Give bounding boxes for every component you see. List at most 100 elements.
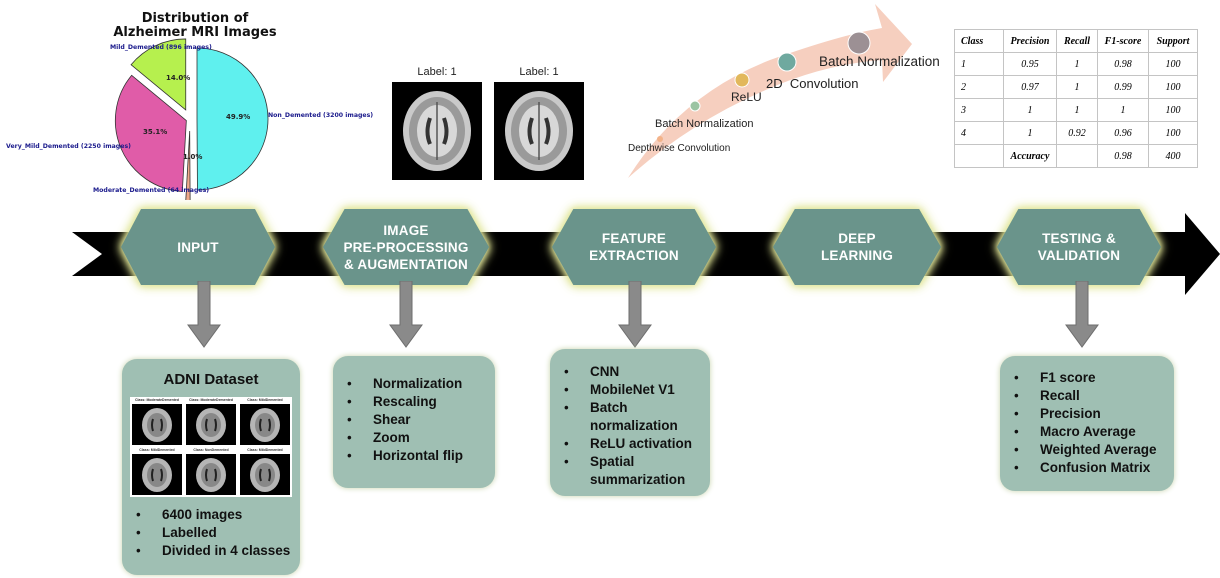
adni-thumbnail-grid: Class: ModerateDemented Class: ModerateDe… <box>130 397 292 497</box>
list-item: 6400 images <box>122 506 300 524</box>
pie-title-line2: Alzheimer MRI Images <box>113 25 277 40</box>
pie-pct-mild: 14.0% <box>166 74 191 82</box>
pie-chart-title: Distribution of Alzheimer MRI Images <box>95 12 295 40</box>
list-item: Shear <box>333 411 495 429</box>
list-item: MobileNet V1 <box>550 381 710 399</box>
cell: 1 <box>1003 98 1057 122</box>
pie-slice-mild-demented <box>130 38 187 111</box>
cell: 100 <box>1148 52 1198 76</box>
stage-deep-line2: LEARNING <box>820 248 894 263</box>
layer-dot-3 <box>734 72 750 88</box>
cell: 0.95 <box>1003 52 1057 76</box>
pie-slice-very-mild-demented <box>114 74 187 192</box>
down-arrow-feature <box>618 281 652 348</box>
table-accuracy-row: Accuracy 0.98 400 <box>954 144 1198 168</box>
adni-thumbnail-caption: Class: NonDemented <box>193 448 229 452</box>
list-item: Weighted Average <box>1000 441 1174 459</box>
list-item: Spatial summarization <box>550 453 685 489</box>
adni-title: ADNI Dataset <box>163 371 259 388</box>
list-item: Labelled <box>122 524 300 542</box>
pie-slice-non-demented <box>196 47 269 191</box>
list-item: CNN <box>550 363 710 381</box>
cell: 0.97 <box>1003 75 1057 99</box>
cell: 4 <box>954 121 1004 145</box>
list-item: Precision <box>1000 405 1174 423</box>
mri-image-right <box>494 82 584 180</box>
layer-dot-5 <box>847 31 871 55</box>
list-item: F1 score <box>1000 369 1174 387</box>
layer-label-depthwise: Depthwise Convolution <box>628 143 731 154</box>
cell: 1 <box>1056 52 1098 76</box>
validation-box: F1 score Recall Precision Macro Average … <box>1000 356 1174 491</box>
stage-testing-line2: VALIDATION <box>1037 248 1121 263</box>
down-arrow-input <box>187 281 221 348</box>
stage-testing-validation: TESTING & VALIDATION <box>997 209 1161 285</box>
table-header-row: Class Precision Recall F1-score Support <box>954 29 1198 53</box>
layer-dot-2 <box>689 100 701 112</box>
cell <box>1056 144 1098 168</box>
accuracy-support: 400 <box>1148 144 1198 168</box>
list-item: Rescaling <box>333 393 495 411</box>
feature-extraction-box: CNN MobileNet V1 Batch normalization ReL… <box>550 349 710 496</box>
pie-label-verymild: Very_Mild_Demented (2250 images) <box>6 143 131 150</box>
cell: 1 <box>1056 98 1098 122</box>
cell: 1 <box>1056 75 1098 99</box>
cell: 2 <box>954 75 1004 99</box>
pie-chart <box>114 38 269 200</box>
cell: 1 <box>954 52 1004 76</box>
adni-thumbnail: Class: MildDemented <box>240 448 290 496</box>
list-item: ReLU activation <box>550 435 710 453</box>
pie-slice-moderate-demented <box>185 130 191 200</box>
accuracy-f1: 0.98 <box>1097 144 1149 168</box>
down-arrow-preprocessing <box>389 281 423 348</box>
list-item: Horizontal flip <box>333 447 495 465</box>
cell <box>954 144 1004 168</box>
stage-input-line1: INPUT <box>177 239 219 255</box>
table-row: 1 0.95 1 0.98 100 <box>954 52 1198 76</box>
layer-dot-4 <box>777 52 797 72</box>
list-item: Confusion Matrix <box>1000 459 1174 477</box>
layer-label-conv2d: 2D Convolution <box>766 76 859 91</box>
accuracy-label: Accuracy <box>1003 144 1057 168</box>
adni-list: 6400 images Labelled Divided in 4 classe… <box>122 506 300 560</box>
adni-thumbnail-caption: Class: MildDemented <box>139 448 175 452</box>
cell: 1 <box>1003 121 1057 145</box>
stage-deep-line1: DEEP <box>838 231 876 246</box>
pie-title-line1: Distribution of <box>141 11 249 26</box>
list-item: Batch normalization <box>550 399 678 435</box>
list-item: Normalization <box>333 375 495 393</box>
down-arrow-testing <box>1065 281 1099 348</box>
stage-preprocessing-line2: PRE-PROCESSING <box>343 239 469 255</box>
stage-preprocessing-line1: IMAGE <box>383 222 429 238</box>
stage-preprocessing-line3: & AUGMENTATION <box>343 256 469 272</box>
list-item: Macro Average <box>1000 423 1174 441</box>
stage-feature-line2: EXTRACTION <box>589 248 679 263</box>
adni-thumbnail-caption: Class: ModerateDemented <box>189 398 233 402</box>
layer-dot-1 <box>657 136 663 142</box>
cell: 0.98 <box>1097 52 1149 76</box>
stage-feature-extraction: FEATURE EXTRACTION <box>552 209 716 285</box>
stage-input: INPUT <box>121 209 275 285</box>
network-arrow <box>628 4 912 178</box>
mri-label-right: Label: 1 <box>519 66 559 78</box>
header-precision: Precision <box>1003 29 1057 53</box>
pie-label-mild: Mild_Demented (896 images) <box>110 44 212 51</box>
cell: 100 <box>1148 121 1198 145</box>
pie-pct-verymild: 35.1% <box>143 128 168 136</box>
table-row: 4 1 0.92 0.96 100 <box>954 121 1198 145</box>
stage-feature-line1: FEATURE <box>601 231 667 246</box>
adni-thumbnail-caption: Class: ModerateDemented <box>135 398 179 402</box>
cell: 100 <box>1148 75 1198 99</box>
metrics-table: Class Precision Recall F1-score Support … <box>954 29 1198 168</box>
cell: 100 <box>1148 98 1198 122</box>
stage-deep-learning: DEEP LEARNING <box>773 209 941 285</box>
feature-list: CNN MobileNet V1 Batch normalization ReL… <box>550 349 710 489</box>
pie-label-non: Non_Demented (3200 images) <box>268 112 374 119</box>
header-support: Support <box>1148 29 1198 53</box>
stage-preprocessing: IMAGE PRE-PROCESSING & AUGMENTATION <box>323 209 489 285</box>
preprocessing-box: Normalization Rescaling Shear Zoom Horiz… <box>333 356 495 488</box>
cell: 1 <box>1097 98 1149 122</box>
adni-thumbnail: Class: ModerateDemented <box>132 398 182 446</box>
cell: 3 <box>954 98 1004 122</box>
